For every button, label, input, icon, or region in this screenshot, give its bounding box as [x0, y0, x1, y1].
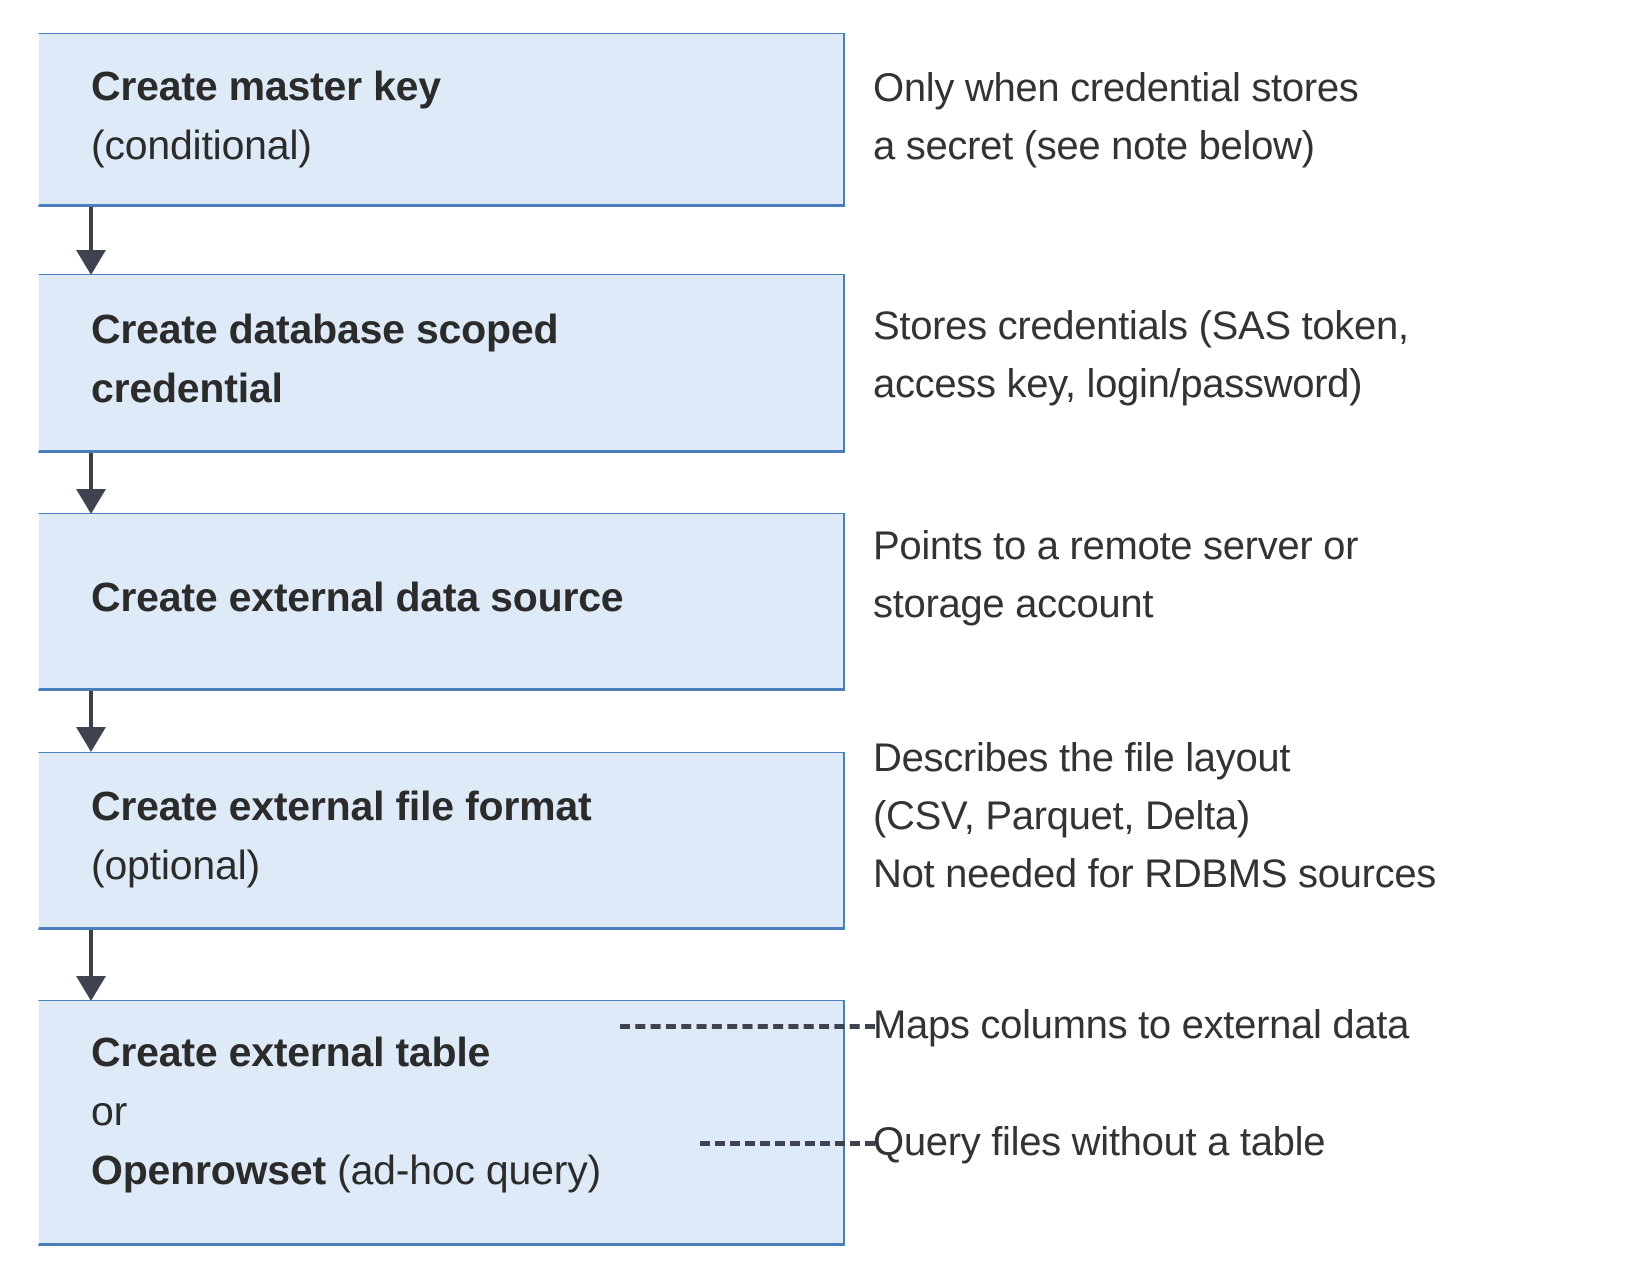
- annotation-line: storage account: [873, 582, 1154, 626]
- annotation-line: a secret (see note below): [873, 124, 1315, 168]
- step-box-create-external-table-or-openrowset[interactable]: Create external table or Openrowset (ad-…: [38, 1000, 845, 1246]
- annotation-create-database-scoped-credential: Stores credentials (SAS token, access ke…: [873, 297, 1409, 413]
- down-arrow-icon: [76, 930, 106, 1002]
- step-1-title: Create master key: [91, 63, 441, 109]
- annotation-line: Describes the file layout: [873, 736, 1291, 780]
- step-5-separator: or: [91, 1088, 128, 1134]
- step-box-create-external-data-source[interactable]: Create external data source: [38, 513, 845, 691]
- down-arrow-icon: [76, 207, 106, 275]
- step-box-create-external-file-format[interactable]: Create external file format (optional): [38, 752, 845, 930]
- step-box-create-master-key[interactable]: Create master key (conditional): [38, 33, 845, 207]
- step-2-title-line-1: Create database scoped: [91, 306, 559, 352]
- annotation-openrowset: Query files without a table: [873, 1113, 1325, 1171]
- annotation-line: Stores credentials (SAS token,: [873, 304, 1409, 348]
- step-2-label: Create database scoped credential: [91, 300, 833, 418]
- annotation-line: Maps columns to external data: [873, 1003, 1410, 1047]
- step-4-subtitle: (optional): [91, 842, 260, 888]
- annotation-line: Only when credential stores: [873, 66, 1359, 110]
- step-5-label: Create external table or Openrowset (ad-…: [91, 1023, 833, 1200]
- step-3-title: Create external data source: [91, 574, 624, 620]
- annotation-line: access key, login/password): [873, 362, 1363, 406]
- step-5-alt-title-suffix: (ad-hoc query): [325, 1147, 601, 1193]
- down-arrow-icon: [76, 691, 106, 753]
- step-box-create-database-scoped-credential[interactable]: Create database scoped credential: [38, 274, 845, 453]
- annotation-create-master-key: Only when credential stores a secret (se…: [873, 59, 1359, 175]
- step-5-alt-title: Openrowset: [91, 1147, 326, 1193]
- annotation-create-external-file-format: Describes the file layout (CSV, Parquet,…: [873, 729, 1436, 903]
- dashed-line-icon: [620, 1024, 875, 1029]
- step-4-title: Create external file format: [91, 783, 592, 829]
- annotation-create-external-data-source: Points to a remote server or storage acc…: [873, 517, 1358, 633]
- annotation-line: Not needed for RDBMS sources: [873, 852, 1436, 896]
- step-1-subtitle: (conditional): [91, 122, 312, 168]
- step-4-label: Create external file format (optional): [91, 777, 833, 895]
- dashed-line-icon: [700, 1141, 875, 1146]
- step-5-title: Create external table: [91, 1029, 491, 1075]
- annotation-line: (CSV, Parquet, Delta): [873, 794, 1250, 838]
- step-1-label: Create master key (conditional): [91, 57, 833, 175]
- annotation-create-external-table: Maps columns to external data: [873, 996, 1409, 1054]
- annotation-line: Points to a remote server or: [873, 524, 1359, 568]
- step-3-label: Create external data source: [91, 568, 833, 627]
- down-arrow-icon: [76, 453, 106, 515]
- annotation-line: Query files without a table: [873, 1120, 1326, 1164]
- step-2-title-line-2: credential: [91, 365, 283, 411]
